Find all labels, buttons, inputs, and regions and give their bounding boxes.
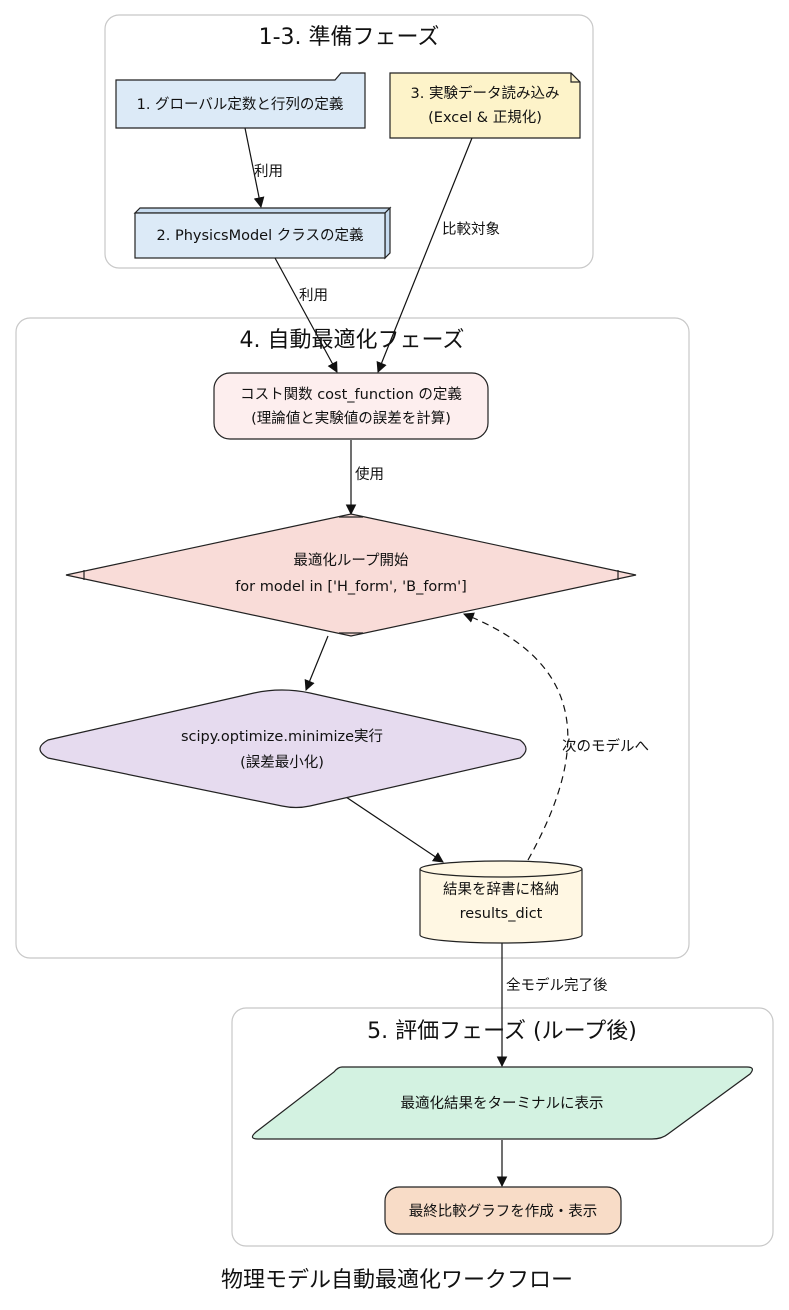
node-data-note: 3. 実験データ読み込み (Excel & 正規化) (389, 72, 581, 139)
edge-label-use2: 利用 (299, 287, 328, 304)
edge-label-use1: 利用 (254, 163, 283, 180)
node-results-line2: results_dict (460, 906, 543, 922)
edge-results-loop-dashed (462, 612, 569, 861)
node-graph-label: 最終比較グラフを作成・表示 (409, 1202, 598, 1220)
edge-label-next-model: 次のモデルへ (562, 737, 649, 755)
edges: 利用 比較対象 利用 使用 次のモデルへ 全モデル完了後 (244, 127, 649, 1188)
node-loop-line1: 最適化ループ開始 (293, 551, 409, 569)
node-display-label: 最適化結果をターミナルに表示 (401, 1094, 604, 1112)
edge-label-use3: 使用 (355, 466, 384, 483)
node-cost-line1: コスト関数 cost_function の定義 (240, 386, 462, 403)
cluster-optim-title: 4. 自動最適化フェーズ (240, 328, 465, 353)
node-loop-diamond: 最適化ループ開始 for model in ['H_form', 'B_form… (65, 513, 637, 637)
cluster-prep-title: 1-3. 準備フェーズ (259, 25, 440, 50)
edge-globals-physics (244, 127, 265, 209)
node-display-parallelogram: 最適化結果をターミナルに表示 (251, 1066, 753, 1140)
node-cost-function: コスト関数 cost_function の定義 (理論値と実験値の誤差を計算) (213, 372, 489, 440)
node-minimize-diamond: scipy.optimize.minimize実行 (誤差最小化) (39, 689, 527, 809)
node-data-line1: 3. 実験データ読み込み (411, 84, 560, 102)
node-minimize-line2: (誤差最小化) (240, 754, 324, 771)
node-loop-line2: for model in ['H_form', 'B_form'] (235, 579, 467, 595)
edge-loop-minimize (304, 635, 329, 692)
edge-label-all-done: 全モデル完了後 (506, 976, 608, 994)
node-graph: 最終比較グラフを作成・表示 (384, 1186, 622, 1235)
edge-minimize-results (345, 796, 444, 863)
node-results-line1: 結果を辞書に格納 (443, 881, 559, 898)
node-minimize-line1: scipy.optimize.minimize実行 (181, 728, 383, 745)
node-physics: 2. PhysicsModel クラスの定義 (133, 206, 392, 260)
node-results-cylinder: 結果を辞書に格納 results_dict (419, 860, 583, 944)
edge-data-cost (376, 137, 473, 374)
node-physics-label: 2. PhysicsModel クラスの定義 (157, 227, 364, 244)
diagram-caption: 物理モデル自動最適化ワークフロー (221, 1268, 573, 1293)
node-cost-line2: (理論値と実験値の誤差を計算) (251, 410, 451, 427)
edge-label-compare: 比較対象 (442, 220, 500, 238)
node-data-line2: (Excel & 正規化) (428, 109, 542, 126)
node-globals-label: 1. グローバル定数と行列の定義 (137, 96, 344, 113)
cluster-optim: 4. 自動最適化フェーズ (15, 317, 690, 959)
edge-physics-cost (274, 257, 338, 373)
node-globals: 1. グローバル定数と行列の定義 (115, 72, 366, 129)
